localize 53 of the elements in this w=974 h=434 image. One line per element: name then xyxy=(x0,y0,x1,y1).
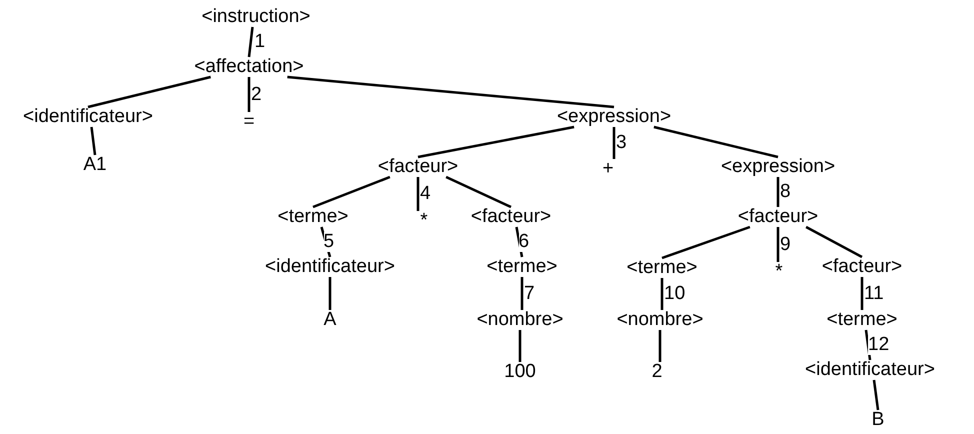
tree-node-label: <facteur> xyxy=(822,257,902,277)
tree-node-label: <facteur> xyxy=(378,157,458,177)
tree-edge xyxy=(662,226,750,260)
tree-node-label: + xyxy=(602,159,614,179)
tree-edge xyxy=(776,177,780,207)
tree-edge xyxy=(776,227,780,262)
tree-node-label: 100 xyxy=(504,362,536,382)
tree-node-label: <identificateur> xyxy=(265,257,395,277)
tree-edge xyxy=(248,26,254,58)
tree-edge xyxy=(872,380,880,410)
tree-node-label: <facteur> xyxy=(470,207,552,227)
tree-edge xyxy=(520,277,524,310)
tree-edge xyxy=(248,77,250,112)
tree-edge xyxy=(515,226,524,258)
tree-node-label: = xyxy=(243,112,255,132)
tree-edge xyxy=(287,76,614,108)
edge-label: 6 xyxy=(518,232,530,252)
tree-node-label: <instruction> xyxy=(202,7,310,27)
tree-node-label: A xyxy=(324,310,336,330)
tree-node-label: <terme> xyxy=(486,257,558,277)
tree-node-label: <nombre> xyxy=(616,310,704,330)
tree-edge xyxy=(806,226,863,258)
tree-node-label: * xyxy=(775,262,783,282)
tree-edge xyxy=(658,330,662,362)
tree-node-label: <identificateur> xyxy=(23,107,153,127)
tree-node-label: A1 xyxy=(83,155,107,175)
tree-edge xyxy=(860,277,864,310)
tree-edge xyxy=(654,126,778,158)
tree-edge xyxy=(418,126,574,158)
tree-edge xyxy=(518,330,522,362)
tree-node-label: <terme> xyxy=(626,258,698,278)
tree-node-label: 2 xyxy=(652,362,662,382)
tree-edge xyxy=(660,278,664,310)
edge-label: 12 xyxy=(868,335,890,355)
tree-edge xyxy=(416,177,420,211)
edge-label: 5 xyxy=(324,232,334,252)
tree-node-label: <identificateur> xyxy=(805,360,935,380)
tree-node-label: <affectation> xyxy=(194,57,304,77)
tree-edge xyxy=(328,277,332,310)
tree-edge xyxy=(312,176,390,208)
tree-node-label: B xyxy=(872,410,884,430)
tree-node-label: <facteur> xyxy=(738,207,818,227)
tree-node-label: <terme> xyxy=(826,310,898,330)
tree-node-label: <terme> xyxy=(278,207,348,227)
tree-edge xyxy=(88,76,211,108)
tree-edge xyxy=(612,127,616,159)
tree-node-label: <expression> xyxy=(556,107,672,127)
tree-edge xyxy=(90,126,96,156)
tree-edge xyxy=(446,176,512,208)
tree-node-label: <nombre> xyxy=(476,310,564,330)
tree-edge xyxy=(864,330,872,360)
tree-node-label: * xyxy=(420,211,428,231)
tree-node-label: <expression> xyxy=(720,157,836,177)
